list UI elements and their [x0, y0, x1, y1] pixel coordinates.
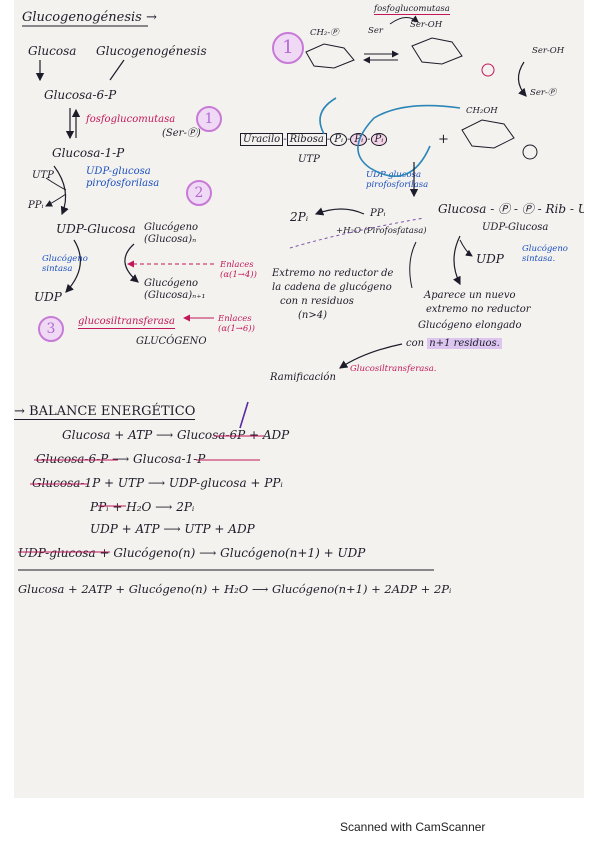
step-1-badge: 1	[196, 106, 222, 132]
aparece-line-4: con n+1 residuos.	[406, 338, 502, 350]
phosphate-1: Pᵢ	[330, 133, 347, 146]
balance-reaction-5: UDP + ATP ⟶ UTP + ADP	[90, 522, 255, 536]
aparece-line-2: extremo no reductor	[426, 304, 531, 315]
ser-p-label: (Ser-Ⓟ)	[162, 128, 201, 139]
balance-reaction-3: Glucosa-1P + UTP ⟶ UDP-glucosa + PPᵢ	[32, 476, 283, 490]
glucosa-label: Glucosa	[28, 44, 77, 58]
balance-reaction-1: Glucosa + ATP ⟶ Glucosa-6P + ADP	[62, 428, 290, 442]
glucosa-1-p-label: Glucosa-1-P	[52, 146, 125, 160]
ppi-right-label: PPᵢ	[370, 208, 386, 219]
utp-structure-label: UTP	[298, 154, 320, 165]
aparece-line-1: Aparece un nuevo	[424, 290, 516, 301]
udp-glucosa-chain: Glucosa - Ⓟ - Ⓟ - Rib - U	[438, 202, 584, 216]
udp-right-label: UDP	[476, 252, 504, 266]
glucogeno-n1-label: Glucógeno (Glucosa)ₙ₊₁	[144, 278, 206, 301]
arrow-g1p-udp-glucosa	[53, 165, 69, 216]
balance-reaction-4: PPᵢ + H₂O ⟶ 2Pᵢ	[90, 500, 195, 514]
attack-curve	[319, 97, 461, 177]
pirofosfatasa-label: +H₂O (Pirofosfatasa)	[336, 226, 427, 236]
purple-dashed-line	[289, 217, 425, 249]
ser-label: Ser	[368, 26, 383, 36]
extremo-line-4: (n>4)	[298, 310, 327, 321]
step-2-badge: 2	[186, 180, 212, 206]
arrow-ramificacion	[339, 343, 403, 369]
glucosiltransferasa-label: glucosiltransferasa	[78, 316, 175, 329]
arrow-glucogenogenesis	[109, 59, 125, 81]
glucosa-6-p-label: Glucosa-6-P	[44, 88, 117, 102]
glucogenogenesis-label: Glucogenogénesis	[96, 44, 207, 58]
extremo-line-3: con n residuos	[280, 296, 354, 307]
step-1-badge-large: 1	[272, 32, 304, 64]
arrow-utp-in	[45, 177, 67, 191]
glucogeno-caps-label: GLUCÓGENO	[136, 336, 207, 347]
glucose-6p-ring	[305, 43, 355, 69]
arrow-ser-exchange	[389, 15, 419, 25]
udp-glucosa-right-label: UDP-Glucosa	[482, 222, 549, 233]
glucogeno-sintasa-enzyme: Glucógeno sintasa.	[522, 244, 568, 264]
balance-reaction-6: UDP-glucosa + Glucógeno(n) ⟶ Glucógeno(n…	[18, 546, 366, 560]
extremo-line-2: la cadena de glucógeno	[272, 282, 392, 293]
ser-oh-right-label: Ser-OH	[532, 46, 565, 56]
aparece-line-3: Glucógeno elongado	[418, 320, 522, 331]
ser-p-right-label: Ser-Ⓟ	[530, 88, 557, 98]
arrow-extremo-to-aparece	[409, 241, 417, 289]
glucose-1-6-bisp-ring	[411, 37, 495, 77]
utp-label: UTP	[32, 170, 54, 181]
udp-glucosa-label: UDP-Glucosa	[56, 222, 136, 236]
scanner-footer: Scanned with CamScanner	[340, 820, 486, 834]
phosphate-3: Pᵢ	[370, 133, 388, 146]
arrow-udp-out	[459, 239, 473, 257]
step-3-badge: 3	[38, 316, 64, 342]
enlaces-alpha-1-4-label: Enlaces (α(1→4))	[220, 260, 257, 280]
glucosiltransferasa-right-label: Glucosiltransferasa.	[350, 364, 437, 374]
purple-pen-mark	[239, 401, 249, 429]
udp-glucosa-pirofosforilasa-enzyme: UDP-glucosa pirofosforilasa	[366, 170, 429, 190]
ch2oh-label: CH₂OH	[466, 106, 498, 116]
ramificacion-label: Ramificación	[270, 372, 336, 383]
glucogeno-n-label: Glucógeno (Glucosa)ₙ	[144, 222, 199, 245]
two-pi-label: 2Pᵢ	[290, 210, 309, 224]
aparece-con: con	[406, 338, 425, 349]
page-title: Glucogenogénesis →	[22, 10, 157, 25]
arrow-to-aparece	[453, 235, 461, 286]
arrow-ppi-to-2pi	[314, 207, 365, 216]
plus-sign: +	[438, 132, 449, 147]
arrow-glucogeno-n-n1	[124, 243, 139, 283]
udp-label: UDP	[34, 290, 62, 304]
glucogeno-sintasa-label: Glucógeno sintasa	[42, 254, 88, 274]
enlaces-alpha-1-6-label: Enlaces (α(1→6))	[218, 314, 255, 334]
ppi-label: PPᵢ	[28, 200, 44, 211]
n1-residuos-highlight: n+1 residuos.	[427, 338, 502, 349]
fosfoglucomutasa-label: fosfoglucomutasa	[86, 114, 176, 125]
arrow-udp-glucosa-udp	[65, 239, 81, 293]
balance-heading: → BALANCE ENERGÉTICO	[14, 404, 196, 420]
arrow-ser-recycle	[517, 61, 527, 97]
udp-glucosa-pirofosforilasa-label: UDP-glucosa pirofosforilasa	[86, 166, 160, 189]
balance-reaction-2: Glucosa-6-P ⟶ Glucosa-1-P	[36, 452, 206, 466]
uracilo-box: Uracilo	[240, 133, 284, 146]
balance-total: Glucosa + 2ATP + Glucógeno(n) + H₂O ⟶ Gl…	[18, 582, 452, 596]
ribosa-box: Ribosa	[286, 133, 327, 146]
glucose-1p-ring	[461, 119, 538, 160]
diagram-overlay	[18, 15, 538, 571]
ch2-p-label: CH₂-Ⓟ	[310, 28, 339, 38]
fosfoglucomutasa-enzyme-label: fosfoglucomutasa	[374, 4, 450, 15]
ser-oh-top-label: Ser-OH	[410, 20, 443, 30]
arrow-ppi-out	[45, 193, 67, 207]
notebook-page: Glucogenogénesis → Glucosa Glucogenogéne…	[14, 0, 584, 798]
extremo-line-1: Extremo no reductor de	[272, 268, 394, 279]
